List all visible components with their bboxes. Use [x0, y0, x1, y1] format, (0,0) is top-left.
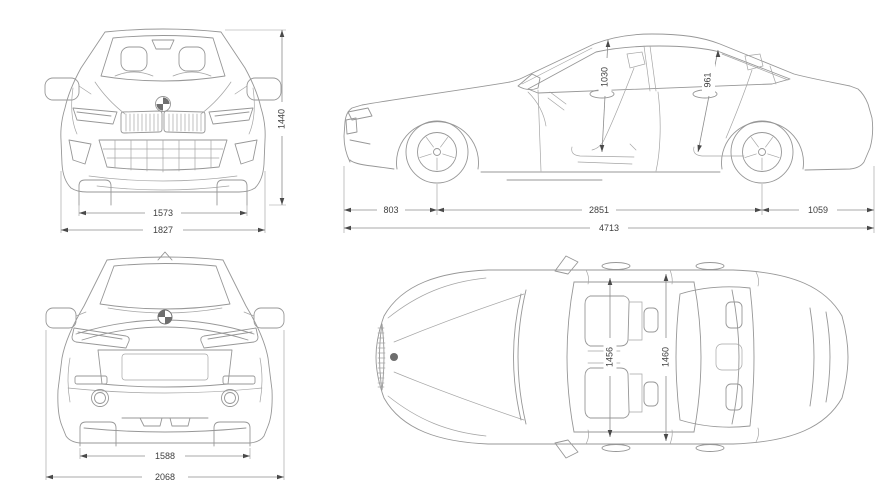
top-front-width-label: 1456	[604, 347, 614, 367]
rear-view-drawing: 1588 2068	[45, 251, 285, 482]
side-wheels	[405, 120, 794, 184]
front-view-drawing: 1573 1827 1440	[44, 28, 286, 235]
side-doors	[537, 89, 718, 172]
side-dimension-rear-headroom: 961	[697, 49, 721, 153]
front-grille	[120, 110, 206, 134]
rear-trunk-bumper	[67, 349, 263, 433]
front-mirrors	[44, 77, 282, 101]
side-wheelbase-label: 2851	[589, 205, 609, 215]
bmw-roundel-rear	[157, 309, 173, 325]
top-front-seats	[584, 295, 659, 419]
side-dimension-lines: 803 2851 1059 4713	[343, 166, 875, 233]
side-interior-seats	[527, 51, 764, 165]
front-overall-height-label: 1440	[276, 109, 286, 129]
rear-dimension-track: 1588	[79, 448, 251, 461]
front-headlights	[72, 107, 254, 125]
top-dimension-front-width: 1456	[603, 278, 617, 437]
top-door-handles	[601, 262, 725, 452]
front-track-width-label: 1573	[153, 208, 173, 218]
bmw-roundel-front	[155, 96, 171, 112]
side-rear-headroom-label: 961	[702, 72, 712, 87]
top-mirrors	[554, 255, 579, 459]
side-car-outline	[343, 33, 874, 181]
rear-track-width-label: 1588	[155, 451, 175, 461]
rear-overall-width-label: 2068	[155, 472, 175, 482]
top-front-grille	[377, 323, 398, 391]
side-dimension-front-headroom: 1030	[598, 39, 612, 153]
top-rear-bench	[675, 286, 755, 428]
top-glass-roof	[513, 269, 831, 445]
side-view-drawing: 1030 961 803 2851 1059 4713	[343, 33, 875, 233]
front-car-outline	[60, 28, 266, 193]
top-dimension-rear-width: 1460	[659, 274, 673, 441]
front-wheels	[78, 179, 248, 206]
rear-mirrors	[45, 307, 285, 329]
rear-wheels	[79, 421, 251, 447]
side-front-overhang-label: 803	[383, 205, 398, 215]
top-car-outline	[375, 269, 849, 445]
side-rear-overhang-label: 1059	[808, 205, 828, 215]
rear-taillights	[71, 327, 259, 349]
top-view-drawing: 1456 1460	[375, 255, 849, 459]
front-overall-width-label: 1827	[153, 225, 173, 235]
front-dimension-height: 1440	[225, 29, 286, 206]
rear-car-outline	[57, 251, 273, 444]
front-dimension-width: 1827	[60, 171, 266, 235]
front-bumper-intake	[68, 139, 258, 191]
top-rear-width-label: 1460	[660, 347, 670, 367]
side-overall-length-label: 4713	[599, 223, 619, 233]
rear-dimension-width: 2068	[45, 330, 285, 482]
side-front-headroom-label: 1030	[599, 67, 609, 87]
front-dimension-track: 1573	[78, 205, 248, 218]
